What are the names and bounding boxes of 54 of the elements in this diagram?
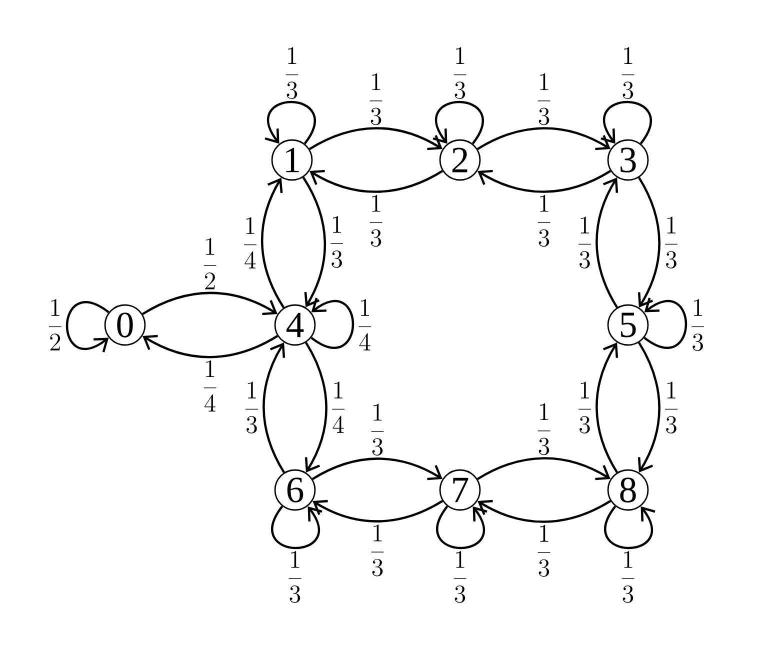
edge-label: $\frac{1}{3}$	[371, 524, 384, 576]
arrow	[142, 292, 278, 316]
edge-label: $\frac{1}{3}$	[538, 524, 550, 577]
edge-label: $\frac{1}{3}$	[578, 382, 591, 434]
arrow	[604, 506, 656, 550]
arrow	[308, 127, 442, 150]
edge-label: $\frac{1}{4}$	[204, 360, 216, 412]
edge-label: $\frac{1}{3}$	[370, 194, 382, 247]
arrow	[436, 506, 488, 550]
arrow	[310, 170, 444, 193]
edge-label: $\frac{1}{4}$	[244, 217, 256, 268]
arrow	[432, 100, 484, 144]
arrow	[638, 176, 660, 308]
edge-label: $\frac{1}{3}$	[538, 194, 550, 247]
arrow	[271, 506, 322, 550]
edge-label: $\frac{1}{3}$	[454, 551, 466, 603]
edge-label: $\frac{1}{3}$	[538, 73, 550, 126]
edge-label: $\frac{1}{3}$	[622, 47, 634, 99]
edge-label: $\frac{1}{3}$	[371, 404, 384, 456]
arrow	[312, 458, 442, 480]
edge-label: $\frac{1}{2}$	[204, 238, 216, 290]
arrow	[261, 178, 285, 308]
edge-label: $\frac{1}{3}$	[578, 216, 591, 268]
edge-label: $\frac{1}{4}$	[332, 382, 344, 433]
arrow	[644, 298, 688, 349]
edge-label: $\frac{1}{3}$	[665, 382, 678, 434]
arrow	[310, 298, 354, 349]
edge-label: $\frac{1}{3}$	[370, 73, 382, 126]
arrow	[142, 334, 278, 358]
edge-label: $\frac{1}{3}$	[665, 216, 678, 268]
edge-label: $\frac{1}{3}$	[692, 299, 704, 351]
edge-label: $\frac{1}{3}$	[538, 403, 550, 456]
arrow	[478, 500, 612, 523]
arrow	[600, 100, 652, 144]
arrow	[264, 100, 316, 144]
arrow	[477, 457, 610, 480]
arrow	[312, 500, 444, 522]
edge-label: $\frac{1}{3}$	[286, 47, 298, 99]
arrow	[638, 342, 660, 472]
edge-label: $\frac{1}{2}$	[48, 299, 62, 350]
arrow	[304, 342, 328, 472]
arrow	[596, 178, 618, 308]
edge-label: $\frac{1}{3}$	[288, 551, 302, 603]
edge-label: $\frac{1}{4}$	[358, 299, 372, 350]
edge-label: $\frac{1}{3}$	[246, 382, 258, 434]
arrow	[302, 176, 326, 308]
arrow	[262, 342, 286, 474]
edge-label: $\frac{1}{3}$	[330, 216, 344, 268]
edge-label: $\frac{1}{3}$	[622, 551, 634, 603]
arrow	[66, 301, 110, 352]
arrow	[478, 170, 612, 193]
arrow	[477, 127, 610, 150]
arrow	[596, 342, 618, 474]
edge-label: $\frac{1}{3}$	[454, 47, 466, 99]
